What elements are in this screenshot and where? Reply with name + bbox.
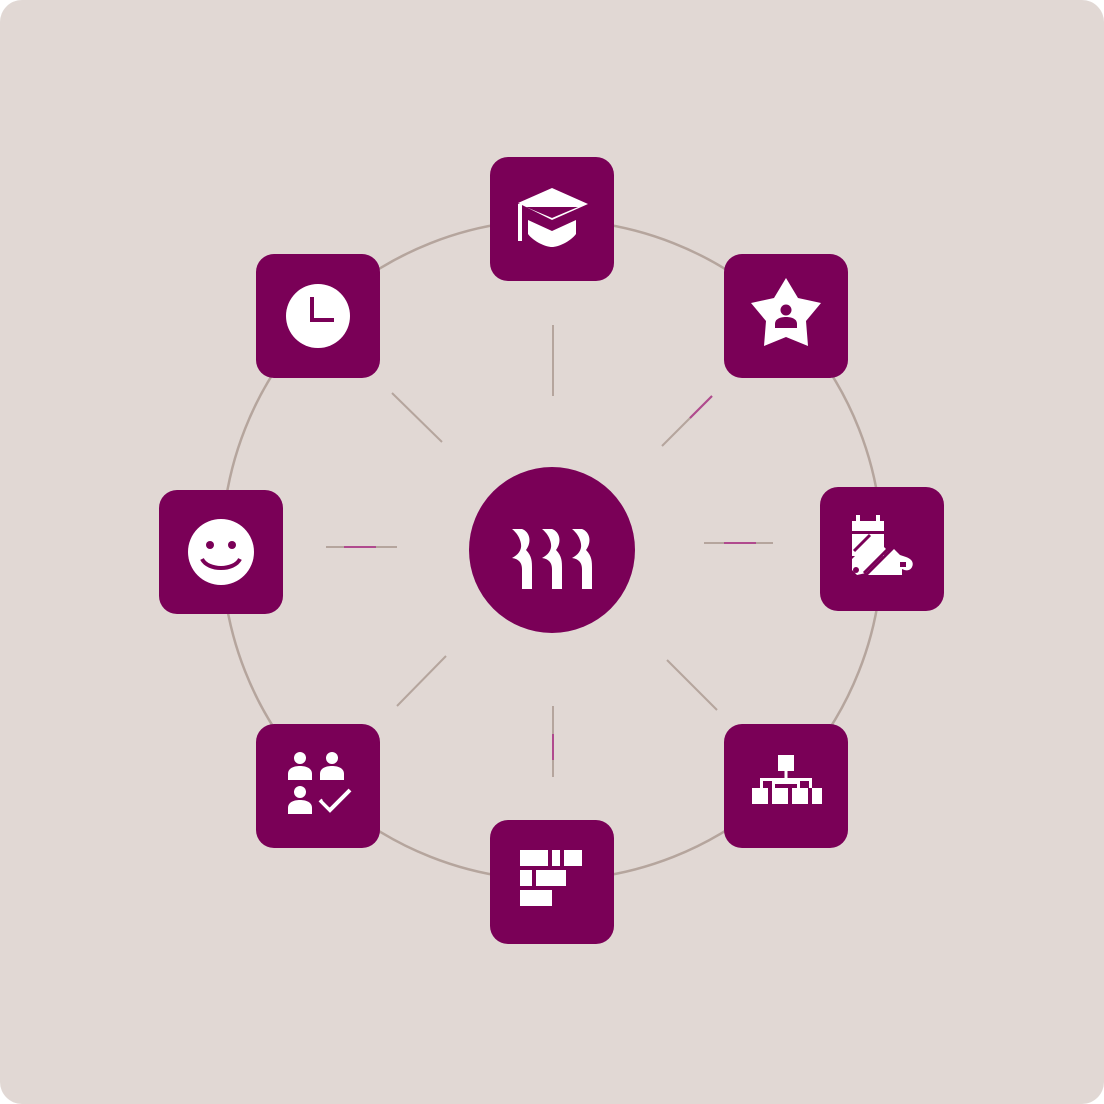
calendar-pencil-cup-icon <box>852 515 913 575</box>
spoke-accent <box>689 395 713 419</box>
clock-icon <box>286 284 350 348</box>
node-top[interactable] <box>490 157 614 281</box>
spoke-top-left <box>391 392 443 443</box>
star-person-icon <box>751 278 821 346</box>
org-chart-icon <box>752 755 822 804</box>
bricks-icon <box>520 850 582 906</box>
spoke-bottom-left <box>396 655 447 707</box>
node-top-right[interactable] <box>724 254 848 378</box>
smiley-face-icon <box>188 519 254 585</box>
node-bottom-left[interactable] <box>256 724 380 848</box>
spoke-bottom-right <box>666 659 718 711</box>
arches-logo-icon <box>512 529 592 589</box>
node-bottom[interactable] <box>490 820 614 944</box>
people-check-icon <box>288 752 352 814</box>
node-left[interactable] <box>159 490 283 614</box>
node-right[interactable] <box>820 487 944 611</box>
graduation-cap-icon <box>518 188 588 247</box>
hub-node[interactable] <box>469 467 635 633</box>
node-bottom-right[interactable] <box>724 724 848 848</box>
node-top-left[interactable] <box>256 254 380 378</box>
